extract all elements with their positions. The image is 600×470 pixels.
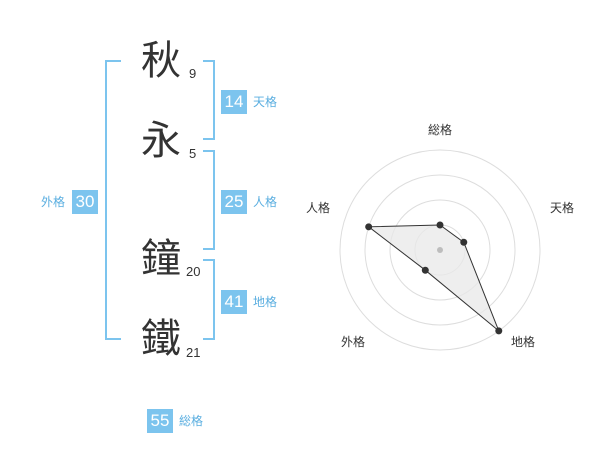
radar-ring — [364, 174, 516, 326]
gaikaku-value: 30 — [72, 190, 98, 214]
radar-ring — [339, 149, 541, 351]
soukaku-value: 55 — [147, 409, 173, 433]
chikaku-label: 地格 — [253, 295, 278, 309]
radar-ring — [389, 199, 491, 301]
jinkaku-value: 25 — [221, 190, 247, 214]
jinkaku-label: 人格 — [253, 195, 278, 209]
tenkaku-label: 天格 — [253, 95, 278, 109]
radar-point-2 — [460, 238, 468, 246]
radar-axis-label-gaikaku: 外格 — [341, 335, 366, 349]
stroke-count-3: 20 — [186, 264, 201, 279]
stroke-count-1: 9 — [189, 66, 197, 81]
radar-axis-label-chikaku: 地格 — [511, 335, 536, 349]
name-char-2: 永 — [141, 118, 181, 164]
name-char-4: 鐵 — [141, 316, 181, 362]
radar-axis-label-jinkaku: 人格 — [306, 201, 331, 215]
name-char-1: 秋 — [141, 38, 181, 84]
radar-data-area — [367, 224, 500, 332]
tenkaku-bracket — [203, 60, 215, 140]
radar-points — [365, 221, 503, 335]
gaikaku-bracket — [105, 60, 121, 340]
radar-point-3 — [495, 327, 503, 335]
radar-axis-label-soukaku: 総格 — [428, 123, 453, 137]
stroke-count-2: 5 — [189, 146, 197, 161]
radar-point-5 — [365, 223, 373, 231]
radar-point-1 — [436, 221, 444, 229]
radar-axis-label-tenkaku: 天格 — [550, 201, 575, 215]
soukaku-label: 総格 — [179, 414, 204, 428]
radar-center-point — [437, 247, 443, 253]
gaikaku-label: 外格 — [41, 195, 66, 209]
chikaku-value: 41 — [221, 290, 247, 314]
name-char-3: 鐘 — [141, 236, 181, 282]
radar-point-4 — [421, 266, 429, 274]
stroke-count-4: 21 — [186, 345, 201, 360]
chikaku-bracket — [203, 259, 215, 340]
tenkaku-value: 14 — [221, 90, 247, 114]
jinkaku-bracket — [203, 150, 215, 250]
